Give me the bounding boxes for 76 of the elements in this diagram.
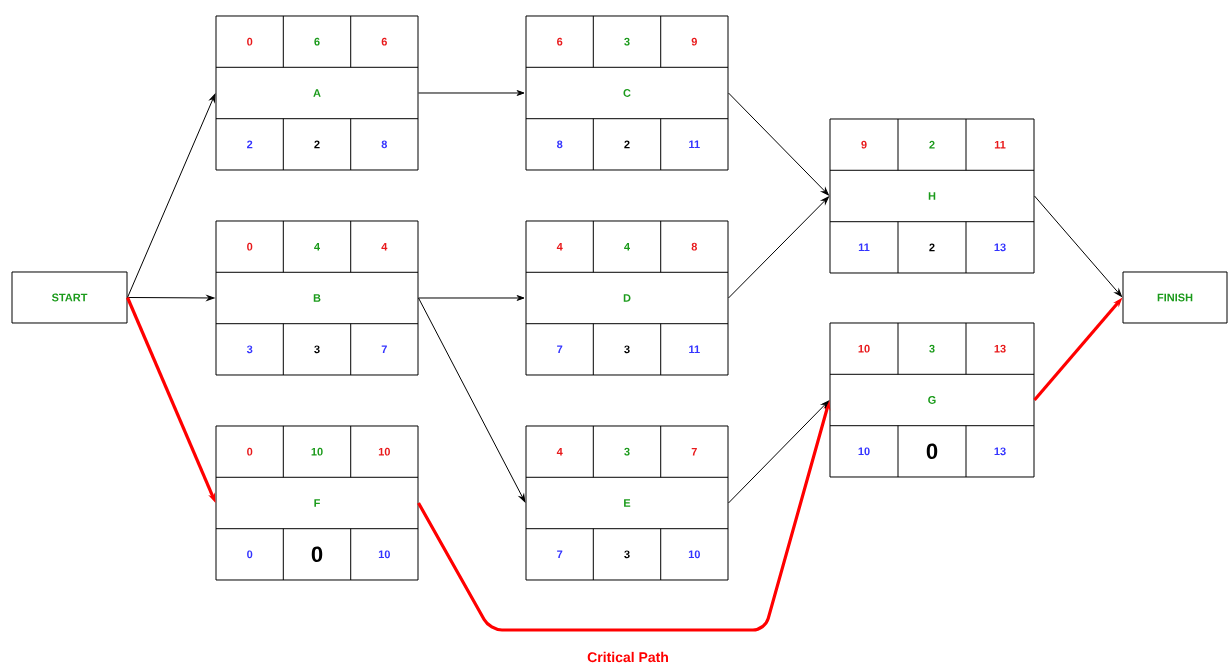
cell-value: 11 <box>689 140 700 149</box>
activity-box <box>525 220 729 376</box>
cell-value: 7 <box>691 447 697 456</box>
cell-value: 4 <box>624 242 630 251</box>
activity-name: C <box>623 89 631 97</box>
cell-value: 11 <box>858 243 870 252</box>
arrow <box>418 295 525 301</box>
cell-value: 2 <box>929 243 935 252</box>
activity-name: A <box>313 89 321 97</box>
cell-value: 8 <box>557 140 563 149</box>
cell-value: 3 <box>246 345 253 354</box>
activity-name: E <box>624 499 631 507</box>
edge-label: Critical Path <box>586 650 670 664</box>
arrow <box>418 90 525 96</box>
cell-value: 3 <box>314 345 320 354</box>
arrow <box>418 297 526 503</box>
cell-value: 6 <box>557 37 563 46</box>
cell-value: 2 <box>929 140 935 149</box>
activity-name: D <box>623 294 631 302</box>
cell-value: 10 <box>311 447 323 456</box>
cell-value: 11 <box>689 345 700 354</box>
activity-box <box>215 15 419 171</box>
cell-value: 10 <box>688 550 700 559</box>
cell-value: 0 <box>247 242 253 251</box>
cell-value: 6 <box>314 37 320 46</box>
cell-value: 2 <box>624 140 630 149</box>
cell-value: 2 <box>314 140 320 149</box>
cell-value: 13 <box>994 344 1006 353</box>
cell-value: 0 <box>247 447 253 456</box>
cell-value: 3 <box>624 447 630 456</box>
arrow <box>127 93 216 298</box>
cell-value: 6 <box>381 37 387 46</box>
cell-value: 0 <box>926 443 938 460</box>
activity-name: F <box>314 499 320 507</box>
activity-box <box>215 220 419 376</box>
cell-value: 13 <box>994 447 1006 456</box>
activity-box <box>829 322 1035 478</box>
cell-value: 3 <box>624 345 630 354</box>
cell-value: 10 <box>378 447 390 456</box>
cell-value: 8 <box>381 140 387 149</box>
cell-value: 10 <box>858 344 870 353</box>
cell-value: 10 <box>858 447 870 456</box>
cell-value: 9 <box>861 140 867 149</box>
cell-value: 4 <box>381 242 388 251</box>
terminal-box: FINISH <box>1122 271 1228 324</box>
activity-name: H <box>928 192 936 200</box>
activity-box <box>215 425 419 581</box>
arrow <box>728 196 829 299</box>
cell-value: 4 <box>556 242 563 251</box>
arrow <box>728 400 829 504</box>
arrow <box>1034 195 1122 297</box>
cell-value: 7 <box>557 550 563 559</box>
activity-name: B <box>313 294 321 302</box>
cell-value: 0 <box>311 546 323 563</box>
cell-value: 8 <box>691 242 697 251</box>
cell-value: 10 <box>378 550 390 559</box>
terminal-box: START <box>11 271 128 324</box>
cell-value: 0 <box>247 37 253 46</box>
cell-value: 7 <box>557 345 563 354</box>
arrow <box>728 92 829 196</box>
cell-value: 3 <box>624 550 630 559</box>
activity-box <box>829 118 1035 274</box>
cell-value: 13 <box>994 243 1006 252</box>
cell-value: 0 <box>247 550 253 559</box>
cell-value: 7 <box>381 345 387 354</box>
arrow <box>127 295 215 301</box>
cell-value: 2 <box>247 140 253 149</box>
cell-value: 11 <box>994 140 1006 149</box>
activity-box <box>525 15 729 171</box>
cell-value: 4 <box>556 447 563 456</box>
cell-value: 3 <box>624 37 630 46</box>
activity-box <box>525 425 729 581</box>
cell-value: 9 <box>691 37 697 46</box>
cell-value: 3 <box>929 344 935 353</box>
cell-value: 4 <box>314 242 320 251</box>
activity-name: G <box>928 396 936 404</box>
